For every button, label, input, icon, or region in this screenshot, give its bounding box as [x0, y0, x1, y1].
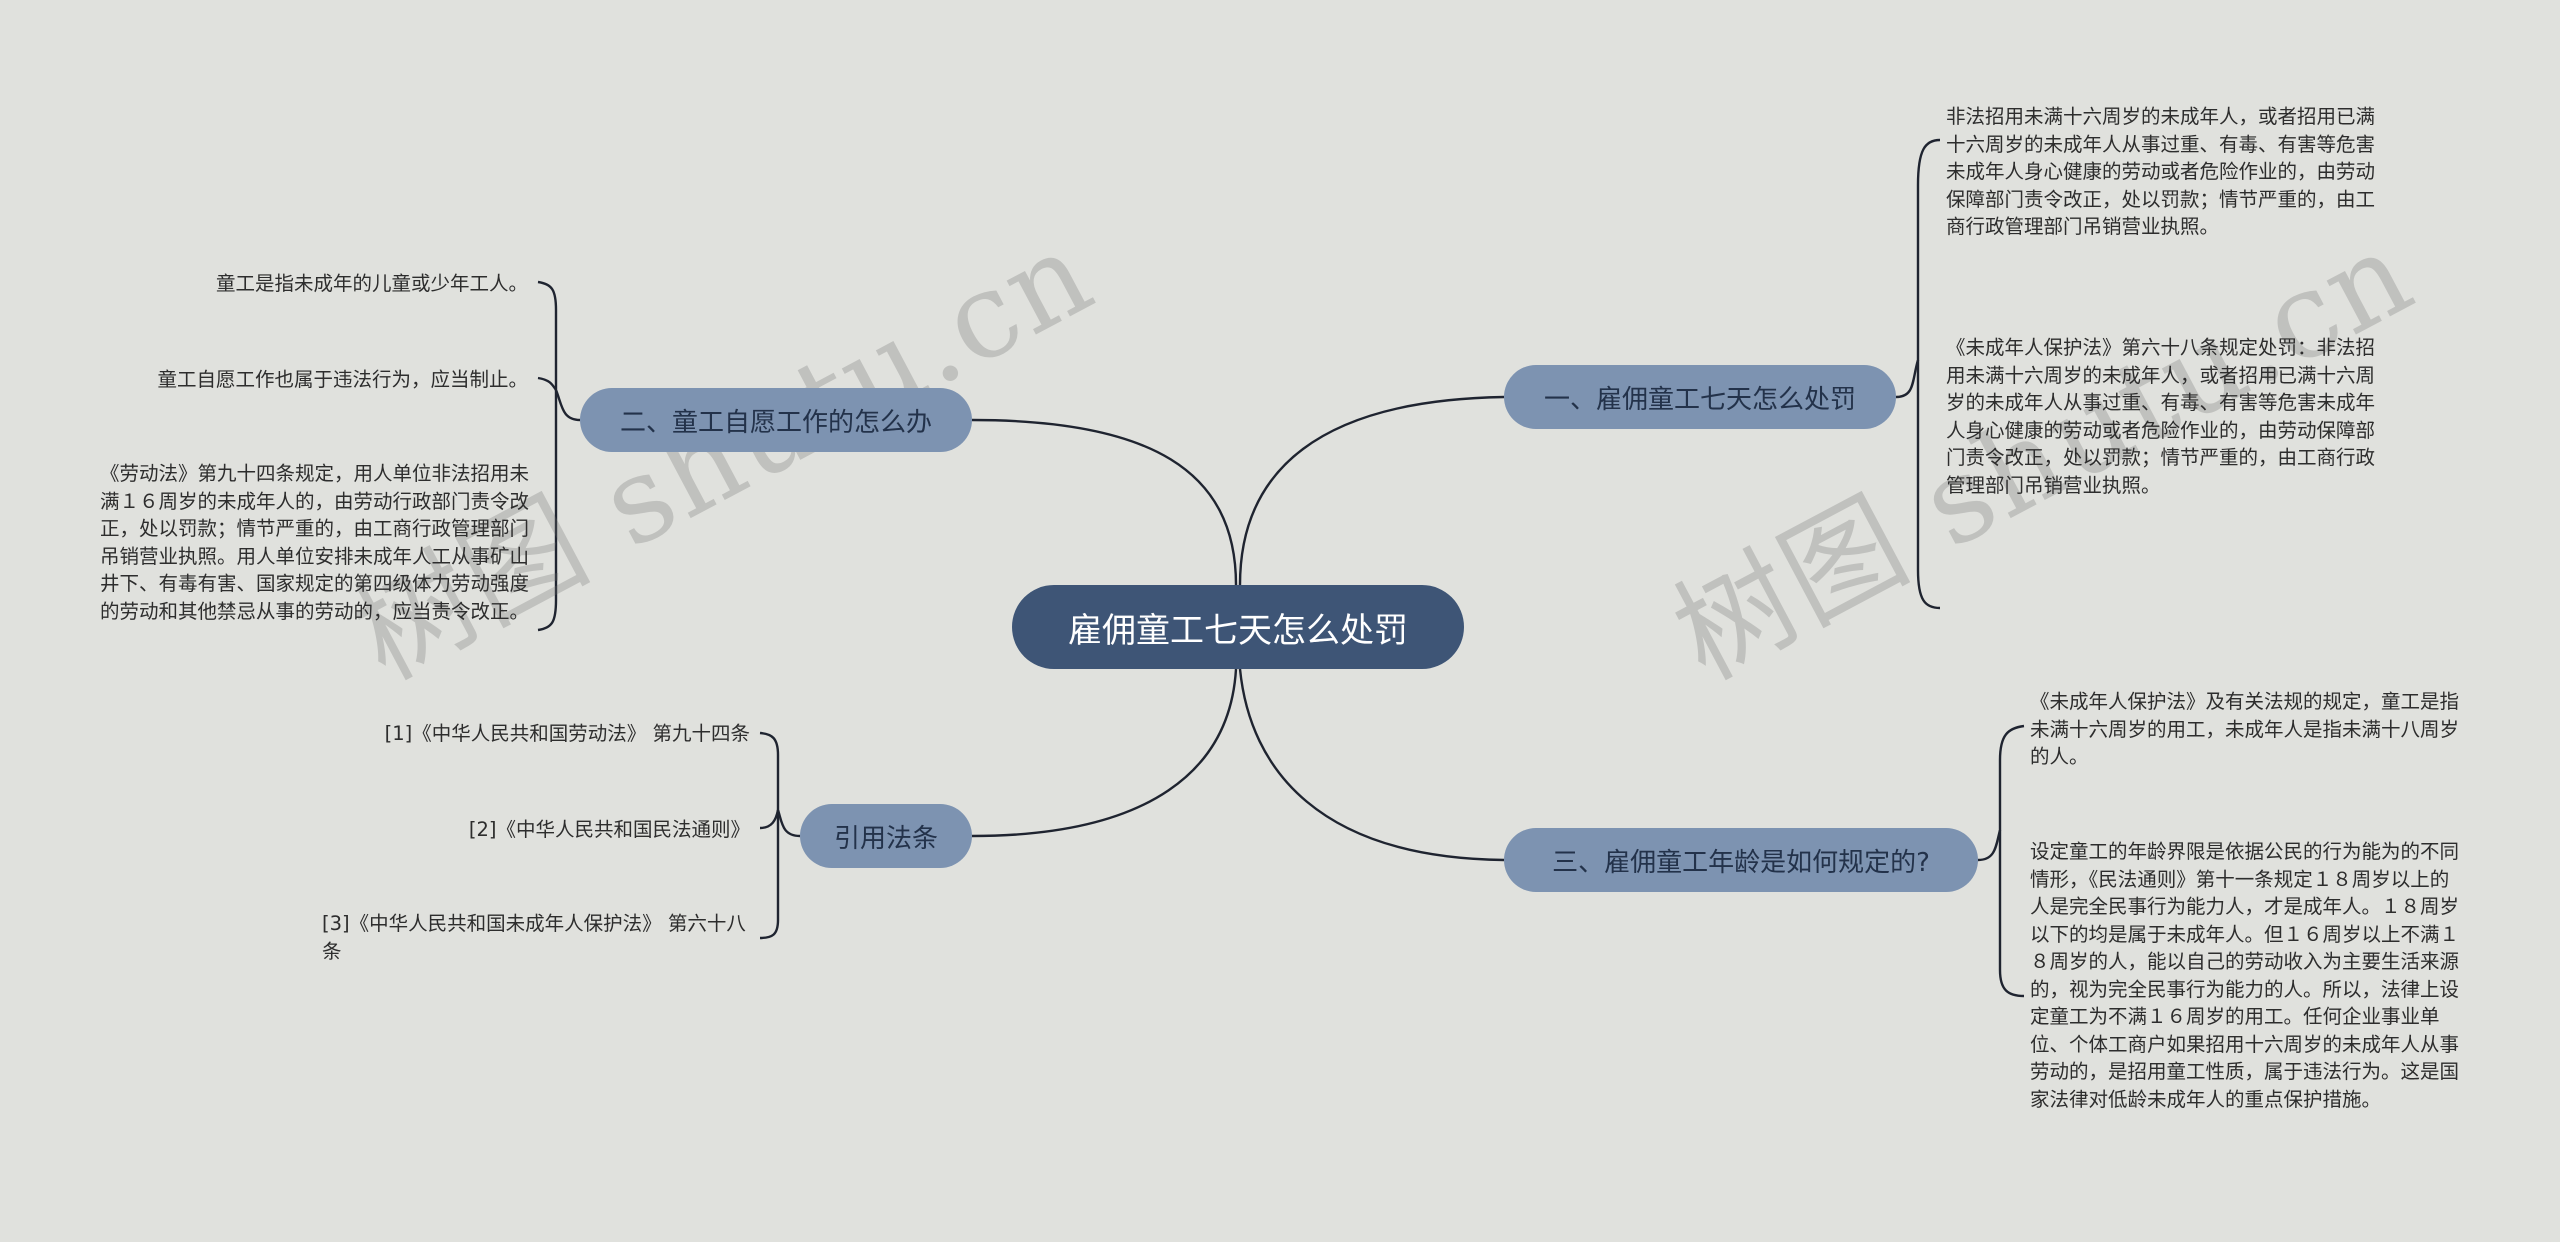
link-central-branch-penalty [1238, 395, 1505, 586]
leaf-age-1: 《未成年人保护法》及有关法规的规定，童工是指未满十六周岁的用工，未成年人是指未满… [2030, 690, 2460, 768]
bracket-laws-mid [759, 809, 780, 830]
branch-voluntary-work[interactable]: 二、童工自愿工作的怎么办 [580, 388, 972, 452]
link-central-branch-age [1238, 668, 1505, 862]
leaf-voluntary-1: 童工是指未成年的儿童或少年工人。 [215, 272, 528, 295]
bracket-voluntary-mid [537, 376, 557, 391]
leaf-law-3: [3]《中华人民共和国未成年人保护法》 第六十八条 [322, 912, 746, 963]
leaf-penalty-1: 非法招用未满十六周岁的未成年人，或者招用已满十六周岁的未成年人从事过重、有毒、有… [1946, 105, 2376, 238]
link-central-branch-voluntary [971, 418, 1238, 586]
leaf-law-2: [2]《中华人民共和国民法通则》 [468, 818, 750, 841]
bracket-penalty-top [1895, 138, 1941, 399]
leaf-voluntary-3: 《劳动法》第九十四条规定，用人单位非法招用未满１６周岁的未成年人的，由劳动行政部… [100, 462, 530, 623]
bracket-laws-top [759, 731, 801, 838]
bracket-voluntary-top [537, 280, 581, 422]
central-topic[interactable]: 雇佣童工七天怎么处罚 [1012, 585, 1464, 669]
leaf-age-2: 设定童工的年龄界限是依据公民的行为能为的不同情形，《民法通则》第十一条规定１８周… [2030, 840, 2460, 1111]
bracket-age-bottom [1998, 830, 2025, 998]
branch-penalty[interactable]: 一、雇佣童工七天怎么处罚 [1504, 365, 1896, 429]
link-central-branch-laws [971, 668, 1238, 838]
bracket-penalty-bottom [1916, 360, 1941, 610]
leaf-penalty-2: 《未成年人保护法》第六十八条规定处罚：非法招用未满十六周岁的未成年人，或者招用已… [1946, 336, 2376, 497]
bracket-age-top [1977, 724, 2025, 862]
bracket-voluntary-bottom [537, 390, 558, 632]
branch-cited-laws[interactable]: 引用法条 [800, 804, 972, 868]
leaf-voluntary-2: 童工自愿工作也属于违法行为，应当制止。 [157, 368, 528, 391]
bracket-laws-bottom [759, 810, 780, 940]
leaf-law-1: [1]《中华人民共和国劳动法》 第九十四条 [384, 722, 750, 745]
branch-age-rules[interactable]: 三、雇佣童工年龄是如何规定的? [1504, 828, 1978, 892]
